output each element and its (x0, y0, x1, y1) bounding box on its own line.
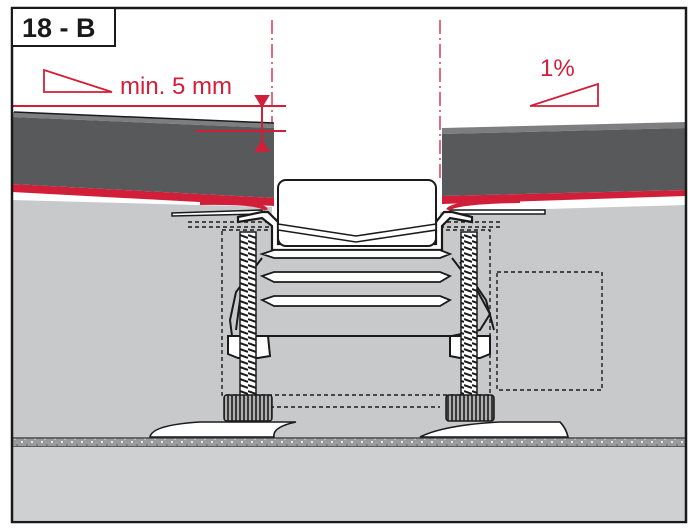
base-plates (171, 209, 546, 217)
insert-ribs (277, 223, 437, 243)
figure-id-label: 18 - B (22, 13, 96, 43)
left-seal (199, 200, 268, 212)
min-gap-dimension (12, 95, 286, 152)
adjustment-nuts (223, 394, 495, 422)
slope-indicator-right (529, 82, 599, 107)
support-feet (149, 421, 569, 438)
figure-id-box: 18 - B (11, 7, 116, 47)
slope-label: 1% (540, 55, 575, 82)
min-gap-label: min. 5 mm (120, 73, 232, 100)
floor-band (12, 438, 686, 447)
clamp-plates (259, 249, 453, 307)
outer-frame (10, 6, 688, 524)
right-seal (446, 199, 521, 212)
slope-indicator-left (43, 68, 113, 93)
substrate-wall (12, 200, 686, 438)
left-panel (12, 111, 275, 206)
floor-slab (12, 447, 686, 520)
right-panel (442, 122, 686, 204)
